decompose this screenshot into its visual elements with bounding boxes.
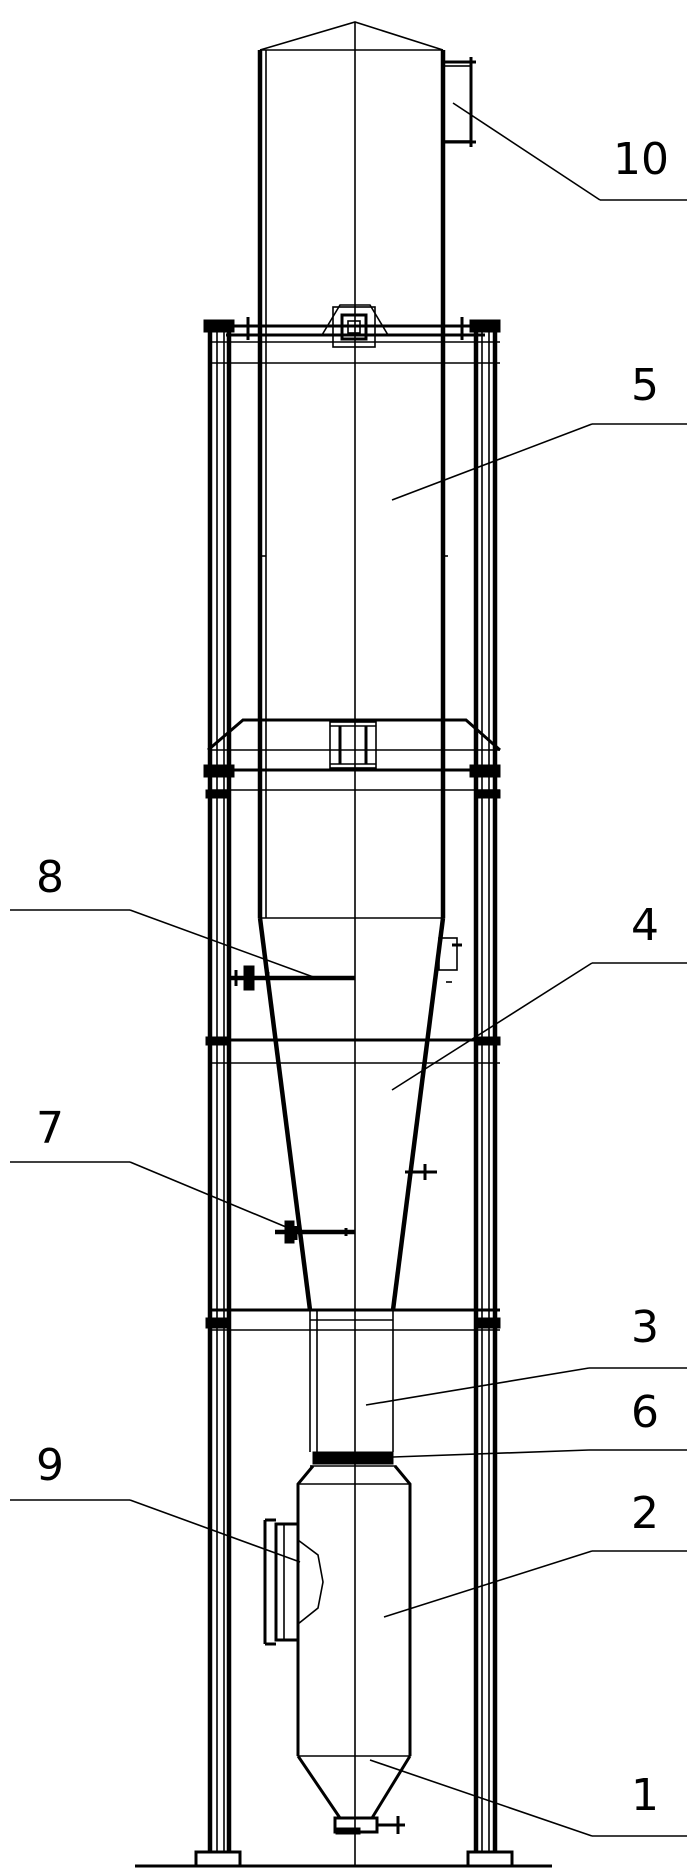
- leader-lines: [10, 102, 687, 1837]
- label-8: 8: [36, 852, 64, 903]
- throat-section: [309, 1310, 394, 1452]
- lower-chamber: [263, 1465, 412, 1835]
- label-5: 5: [631, 360, 659, 411]
- label-3: 3: [631, 1302, 659, 1353]
- label-9: 9: [36, 1440, 64, 1491]
- distributor-plate: [310, 1451, 396, 1467]
- label-10: 10: [613, 134, 669, 185]
- upper-cylinder: [226, 21, 485, 918]
- conical-section: [228, 917, 462, 1311]
- middle-support-skirt: [207, 718, 501, 769]
- label-7: 7: [36, 1103, 64, 1154]
- label-2: 2: [631, 1488, 659, 1539]
- label-6: 6: [631, 1387, 659, 1438]
- label-4: 4: [631, 900, 659, 951]
- label-1: 1: [631, 1770, 659, 1821]
- support-frame: [194, 319, 514, 1868]
